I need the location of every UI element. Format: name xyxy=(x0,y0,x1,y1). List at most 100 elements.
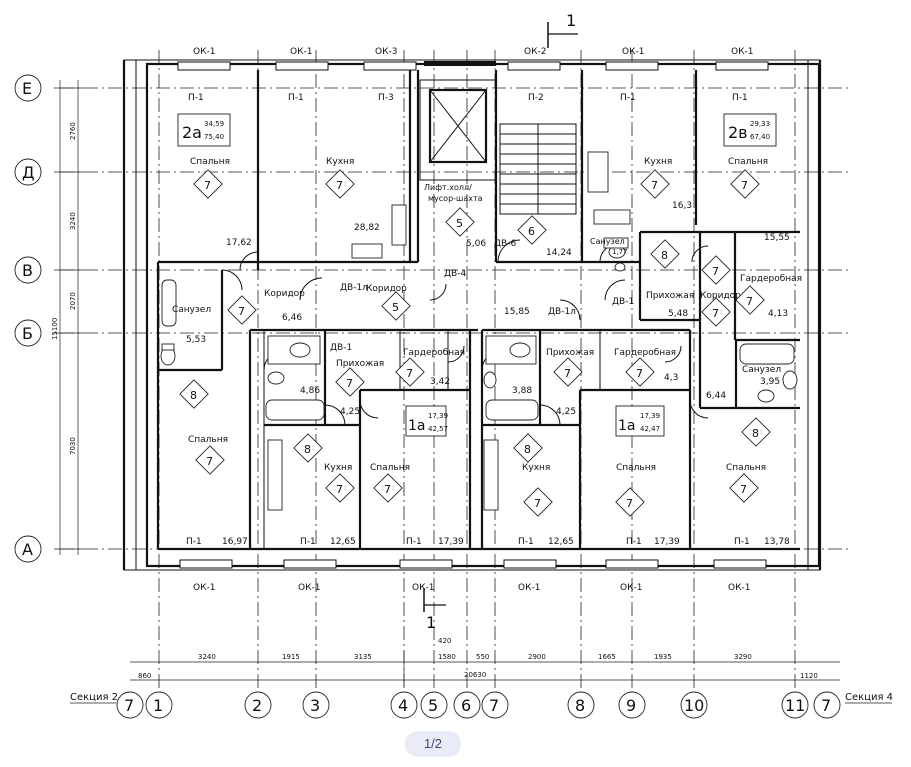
mark-8-e: 8 xyxy=(524,443,531,456)
area-15-85: 15,85 xyxy=(504,307,530,317)
row-axis-a: А xyxy=(22,540,33,559)
mark-7-l: 7 xyxy=(636,367,643,380)
window-top-6: ОК-1 xyxy=(731,47,753,57)
apartment-2a-total: 75,40 xyxy=(204,133,224,141)
apartment-tag-2v: 2в 29,33 67,40 xyxy=(723,113,777,147)
area-5-06: 5,06 xyxy=(466,239,486,249)
outer-walls xyxy=(122,59,822,571)
partition-bottom-1: П-1 xyxy=(186,537,202,547)
room-bath-2v-top: Санузел xyxy=(590,237,625,246)
room-bath-2v: Санузел xyxy=(742,365,781,375)
mark-7-b: 7 xyxy=(336,179,343,192)
door-dv6: ДВ-6 xyxy=(494,239,516,249)
area-1-77: 1,77 xyxy=(612,248,628,256)
window-labels-bottom: ОК-1 ОК-1 ОК-1 ОК-1 ОК-1 ОК-1 xyxy=(193,583,750,593)
mark-7-n: 7 xyxy=(336,483,343,496)
mark-7-j: 7 xyxy=(406,367,413,380)
dim-3240-c: 3240 xyxy=(198,653,216,661)
section-mark-left: 7 xyxy=(124,696,134,715)
partition-bottom-3: П-1 xyxy=(406,537,422,547)
apartment-tag-2a: 2а 34,59 75,40 xyxy=(177,113,231,147)
room-bedroom-1a-left: Спальня xyxy=(370,463,410,473)
col-axis-4: 4 xyxy=(398,696,408,715)
room-names: Спальня Кухня Лифт.холл/ мусор-шахта Кух… xyxy=(172,157,802,473)
area-17-39-left: 17,39 xyxy=(438,537,464,547)
apartment-2v-total: 67,40 xyxy=(750,133,770,141)
area-4-86: 4,86 xyxy=(300,386,320,396)
partition-top-2: П-1 xyxy=(288,93,304,103)
window-bottom-4: ОК-1 xyxy=(518,583,540,593)
door-dv1l-right: ДВ-1л xyxy=(548,307,576,317)
room-marks: 7 7 5 6 7 7 8 7 7 7 5 7 8 7 7 7 7 8 8 8 … xyxy=(179,169,771,517)
room-wardrobe-2v: Гардеробная xyxy=(740,274,802,284)
area-15-55: 15,55 xyxy=(764,233,790,243)
room-kitchen-1a-left: Кухня xyxy=(324,463,352,473)
mark-6: 6 xyxy=(528,225,535,238)
window-bottom-3: ОК-1 xyxy=(412,583,434,593)
window-bottom-6: ОК-1 xyxy=(728,583,750,593)
section-left-label: Секция 2 xyxy=(70,692,118,703)
area-6-46: 6,46 xyxy=(282,313,302,323)
window-labels-top: ОК-1 ОК-1 ОК-3 ОК-2 ОК-1 ОК-1 xyxy=(193,47,753,57)
door-dv1l-left: ДВ-1л xyxy=(340,283,368,293)
row-axis-labels: Е Д В Б А xyxy=(14,74,42,563)
room-bedroom-2v: Спальня xyxy=(728,157,768,167)
door-labels: ДВ-1л ДВ-4 ДВ-6 ДВ-1л ДВ-1 ДВ-1 xyxy=(330,239,634,353)
window-bottom-1: ОК-1 xyxy=(193,583,215,593)
room-hall-1a-left: Прихожая xyxy=(336,359,384,369)
area-16-97: 16,97 xyxy=(222,537,248,547)
area-4-3: 4,3 xyxy=(664,373,678,383)
partition-top-1: П-1 xyxy=(188,93,204,103)
col-axis-7: 7 xyxy=(489,696,499,715)
room-corridor-2a-1: Коридор xyxy=(264,289,305,299)
partition-top-6: П-1 xyxy=(732,93,748,103)
area-28-82: 28,82 xyxy=(354,223,380,233)
row-axis-d: Д xyxy=(22,163,35,182)
door-swings xyxy=(221,239,709,426)
area-6-44: 6,44 xyxy=(706,391,726,401)
dim-2760: 2760 xyxy=(69,122,77,140)
col-axis-1: 1 xyxy=(153,696,163,715)
row-axis-e: Е xyxy=(22,79,32,98)
area-12-65-left: 12,65 xyxy=(330,537,356,547)
partition-top-3: П-3 xyxy=(378,93,394,103)
section-right-label: Секция 4 xyxy=(845,692,893,703)
room-bedroom-2a-bottom: Спальня xyxy=(188,435,228,445)
apartment-2a-living: 34,59 xyxy=(204,120,224,128)
apartment-2v-living: 29,33 xyxy=(750,120,770,128)
mark-7-i: 7 xyxy=(346,377,353,390)
col-axis-5: 5 xyxy=(428,696,438,715)
mark-7-o: 7 xyxy=(384,483,391,496)
dim-1120: 1120 xyxy=(800,672,818,680)
room-corridor-2a-2: Коридор xyxy=(366,284,407,294)
dim-2070: 2070 xyxy=(69,292,77,310)
door-dv1-left: ДВ-1 xyxy=(330,343,352,353)
partition-labels: П-1 П-1 П-3 П-2 П-1 П-1 П-1 П-1 П-1 П-1 … xyxy=(186,93,750,547)
windows-bottom xyxy=(179,559,767,569)
staircase xyxy=(499,123,577,215)
cut-marker-top: 1 xyxy=(547,11,578,48)
page-indicator[interactable]: 1/2 xyxy=(405,731,461,757)
partition-bottom-6: П-1 xyxy=(734,537,750,547)
window-top-4: ОК-2 xyxy=(524,47,546,57)
area-5-53: 5,53 xyxy=(186,335,206,345)
mark-7-d: 7 xyxy=(741,179,748,192)
room-bedroom-1a-right: Спальня xyxy=(616,463,656,473)
col-axis-11: 11 xyxy=(785,696,805,715)
dim-420: 420 xyxy=(438,637,451,645)
dim-7030: 7030 xyxy=(69,437,77,455)
room-wardrobe-1a-right: Гардеробная xyxy=(614,348,676,358)
mark-8-d: 8 xyxy=(304,443,311,456)
area-13-78: 13,78 xyxy=(764,537,790,547)
mark-7-q: 7 xyxy=(626,497,633,510)
room-areas: 17,62 28,82 5,06 14,24 16,3 15,55 1,77 6… xyxy=(186,201,790,547)
partition-bottom-4: П-1 xyxy=(518,537,534,547)
room-lift-hall-1: Лифт.холл/ xyxy=(424,183,472,192)
room-lift-hall-2: мусор-шахта xyxy=(428,194,483,203)
dim-1935: 1935 xyxy=(654,653,672,661)
apartment-2a-label: 2а xyxy=(182,123,202,142)
cut-label-bottom: 1 xyxy=(426,613,436,632)
mark-7-p: 7 xyxy=(534,497,541,510)
windows-top xyxy=(177,61,769,71)
